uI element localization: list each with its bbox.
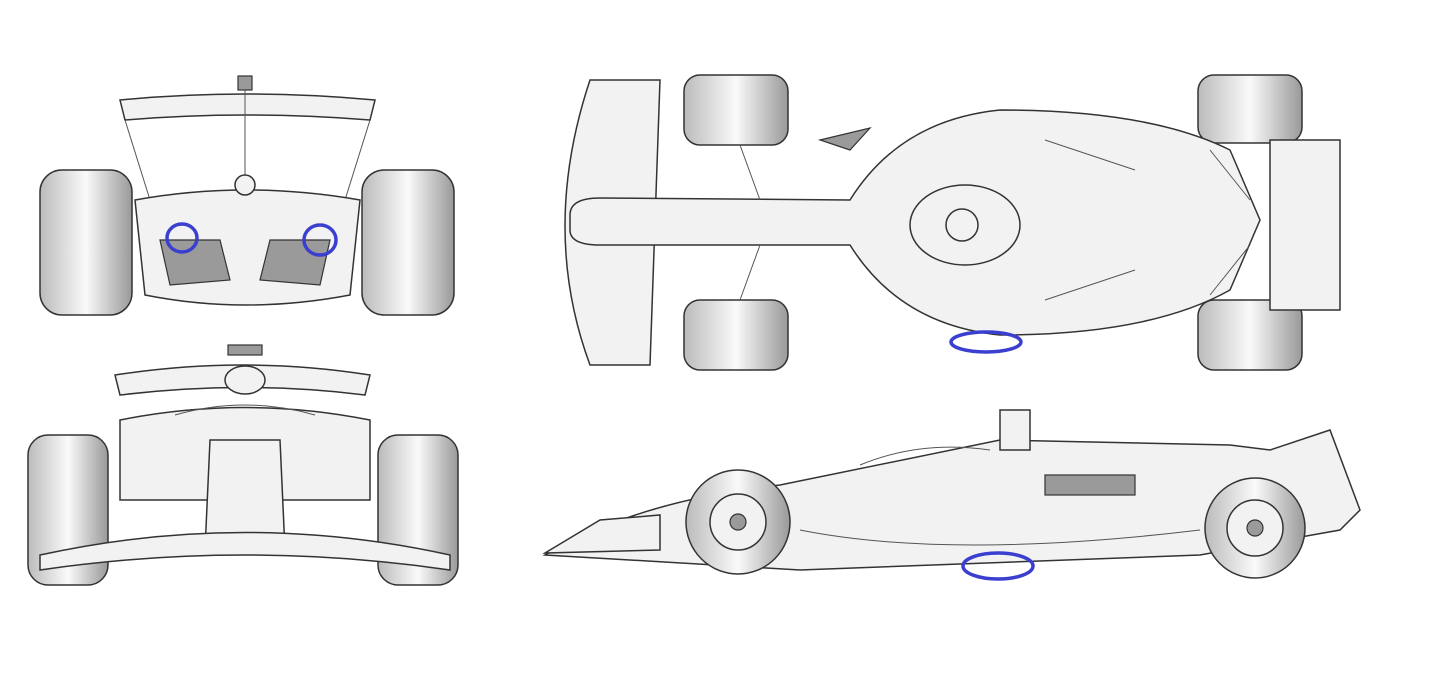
highlight-marks: [165, 222, 1035, 581]
rear-right-tyre-top: [1197, 299, 1303, 371]
rear-wing: [119, 93, 376, 121]
rear-view: [39, 75, 455, 316]
top-view: [564, 74, 1341, 371]
camera-mount: [237, 75, 253, 91]
highlight-ellipse-top: [949, 330, 1023, 354]
rear-wing-top: [1269, 139, 1341, 311]
front-view: [27, 344, 459, 586]
front-right-tyre-top: [683, 299, 789, 371]
side-view: [542, 409, 1361, 579]
highlight-ellipse-side: [961, 551, 1035, 581]
front-left-tyre-top: [683, 74, 789, 146]
airbox: [999, 409, 1031, 451]
highlight-circle-rear-left: [165, 222, 199, 254]
highlight-circle-rear-right: [302, 223, 338, 257]
left-rear-tyre: [39, 169, 133, 316]
right-rear-tyre: [361, 169, 455, 316]
front-wing-side: [542, 514, 661, 554]
front-wing: [39, 531, 451, 571]
rear-left-tyre-top: [1197, 74, 1303, 144]
